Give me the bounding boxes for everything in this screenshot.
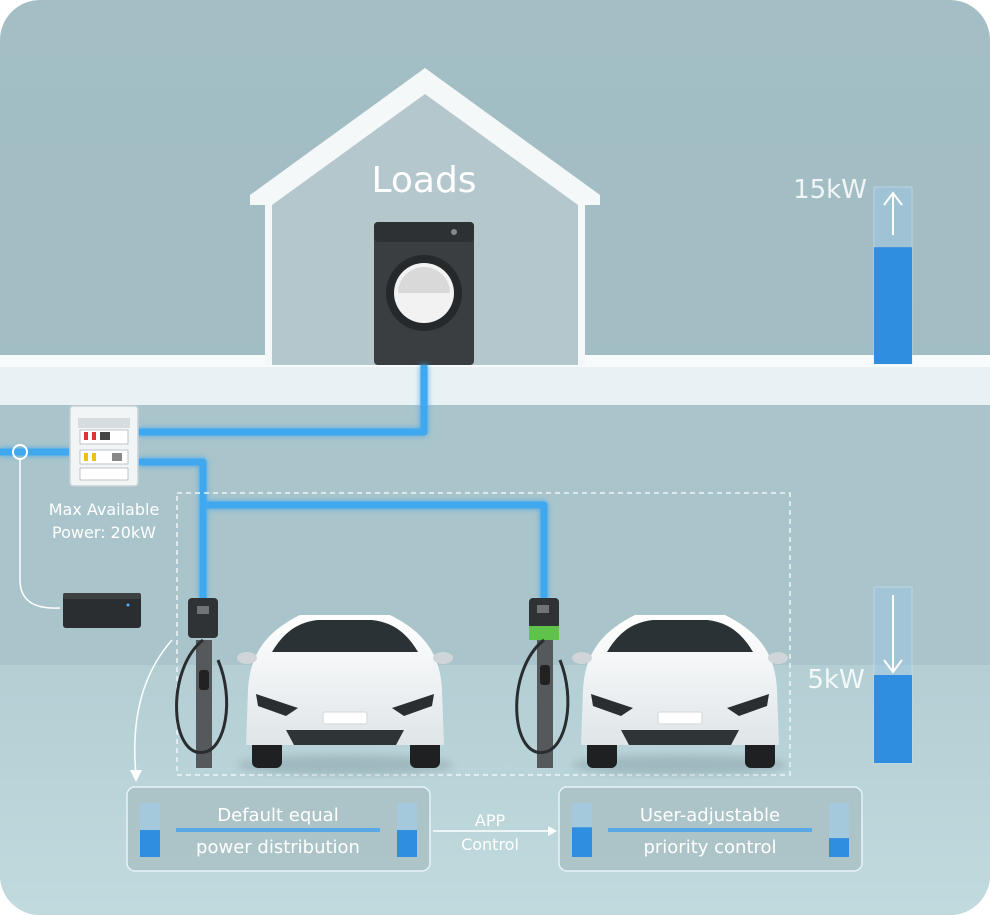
max-power-label-line2: Power: 20kW: [52, 523, 156, 542]
cable-charger-2: [203, 501, 548, 600]
house: Loads: [250, 68, 600, 365]
charging-area-outline: [176, 492, 791, 776]
house-load-value: 15kW: [793, 175, 867, 205]
washing-machine-icon: [374, 222, 474, 365]
priority-mode-line1: User-adjustable: [640, 805, 780, 826]
cable-house: [138, 365, 428, 436]
right-mode-bar-2: [829, 838, 849, 857]
max-power-label-line1: Max Available: [49, 500, 160, 519]
house-load-meter: 15kW: [793, 175, 913, 365]
house-load-fill: [874, 247, 912, 364]
charger-load-fill: [874, 675, 912, 763]
cable-charger-1: [138, 458, 207, 600]
power-cables: [0, 365, 548, 600]
default-mode-line1: Default equal: [217, 805, 338, 826]
charger-load-meter: 5kW: [807, 586, 913, 764]
signal-wire: [19, 459, 61, 609]
app-control-line1: APP: [475, 811, 506, 830]
right-mode-bar-1: [572, 827, 592, 857]
ev-charger-1: [175, 598, 229, 768]
distribution-panel: [69, 405, 139, 487]
loads-label: Loads: [371, 160, 476, 201]
arrow-down-icon: [883, 595, 903, 674]
ev-charger-2: [515, 598, 570, 768]
electric-car-1: [237, 615, 453, 775]
priority-control-panel: User-adjustable priority control: [558, 786, 863, 872]
charger-load-value: 5kW: [807, 665, 864, 695]
default-mode-line2: power distribution: [196, 837, 360, 858]
priority-mode-line2: priority control: [643, 837, 776, 858]
app-control-line2: Control: [461, 835, 519, 854]
load-balancing-meter-icon: [63, 593, 141, 628]
electric-car-2: [572, 615, 788, 775]
left-mode-bar-2: [397, 830, 417, 857]
left-mode-bar-1: [140, 830, 160, 857]
default-distribution-panel: Default equal power distribution: [126, 786, 431, 872]
arrow-up-icon: [883, 191, 903, 235]
garage-wall: [0, 405, 990, 665]
curved-arrow: [134, 639, 173, 776]
